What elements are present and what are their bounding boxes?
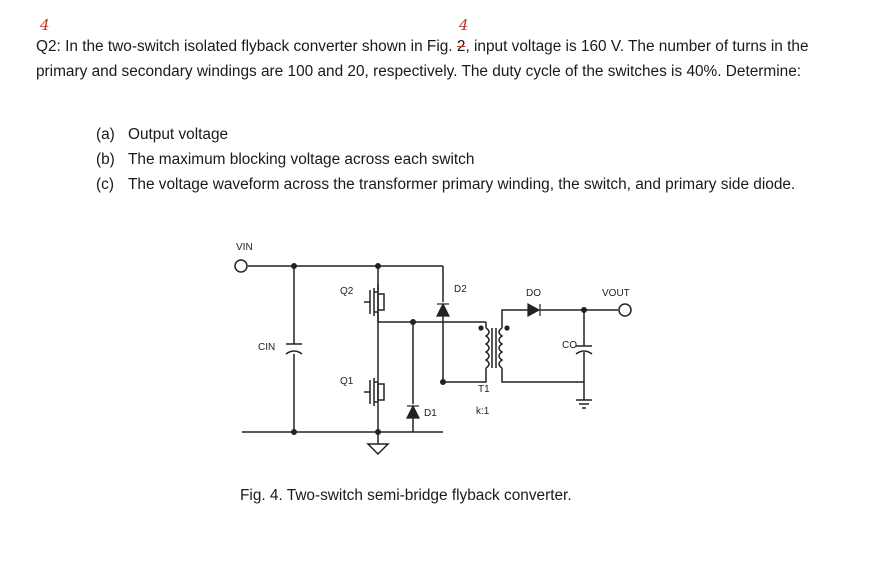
label-co: CO <box>562 340 577 351</box>
label-vout: VOUT <box>602 288 630 299</box>
question-text-part1: : In the two-switch isolated flyback con… <box>56 38 457 55</box>
label-q2: Q2 <box>340 286 354 297</box>
part-label: (b) <box>96 151 115 168</box>
circuit-figure: VIN CIN Q2 Q1 D2 D1 DO CO VOUT T1 k:1 <box>228 232 638 464</box>
list-item: (b) The maximum blocking voltage across e… <box>96 147 836 172</box>
figure-caption: Fig. 4. Two-switch semi-bridge flyback c… <box>240 487 572 504</box>
handwritten-figure-correction: 4 <box>458 16 469 34</box>
label-q1: Q1 <box>340 376 354 387</box>
part-text: The maximum blocking voltage across each… <box>128 151 475 168</box>
label-d2: D2 <box>454 284 467 295</box>
handwritten-annotation: 4 <box>40 16 50 34</box>
label-cin: CIN <box>258 342 275 353</box>
question-parts-list: (a) Output voltage (b) The maximum blockin… <box>96 122 836 197</box>
secondary-winding <box>498 327 504 369</box>
question-text-part2: , input voltage is 160 V. The number of … <box>36 38 809 80</box>
list-item: (a) Output voltage <box>96 122 836 147</box>
label-d1: D1 <box>424 408 437 419</box>
part-text: Output voltage <box>128 126 229 143</box>
part-label: (a) <box>96 126 115 143</box>
label-vin: VIN <box>236 242 253 253</box>
polarity-dot <box>478 325 484 331</box>
vout-terminal <box>618 303 632 317</box>
vin-terminal <box>234 259 248 273</box>
part-label: (c) <box>96 176 114 193</box>
label-ratio: k:1 <box>476 406 490 417</box>
primary-winding <box>484 327 490 369</box>
label-do: DO <box>526 288 541 299</box>
flyback-schematic: VIN CIN Q2 Q1 D2 D1 DO CO VOUT T1 k:1 <box>234 242 632 456</box>
part-text: The voltage waveform across the transfor… <box>128 176 796 193</box>
label-t1: T1 <box>478 384 490 395</box>
list-item: (c) The voltage waveform across the trans… <box>96 172 836 197</box>
